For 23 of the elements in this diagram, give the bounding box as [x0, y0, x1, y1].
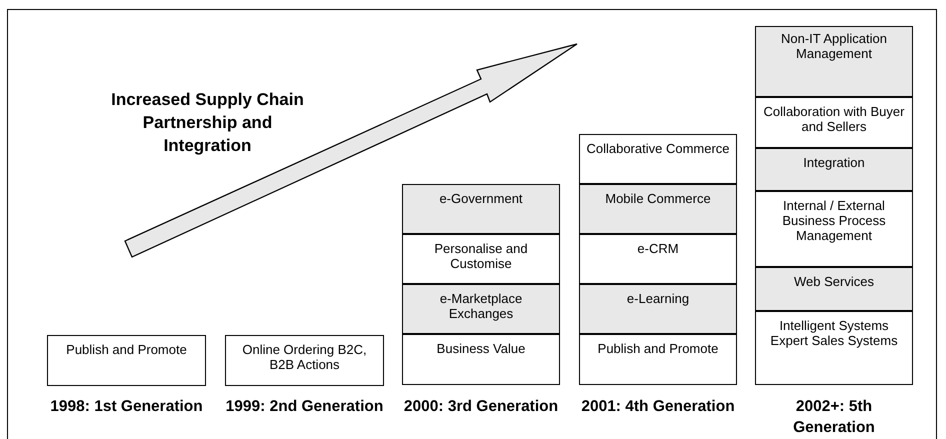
stack-box: e-Learning — [579, 284, 737, 334]
stack-box: Publish and Promote — [579, 334, 737, 385]
stack-box: Collaborative Commerce — [579, 134, 737, 184]
generation-label: 1999: 2nd Generation — [225, 397, 384, 417]
arrow-caption: Increased Supply Chain Partnership and Integration — [110, 89, 305, 157]
stack-box: Collaboration with Buyer and Sellers — [755, 97, 913, 148]
stack-box: e-Government — [402, 184, 560, 234]
generation-label: 1998: 1st Generation — [49, 397, 204, 417]
stack-box: Business Value — [402, 334, 560, 385]
generation-label: 2001: 4th Generation — [580, 397, 736, 417]
stack-box: Web Services — [755, 267, 913, 311]
stack-box: Online Ordering B2C, B2B Actions — [225, 335, 384, 386]
stack-box: Internal / External Business Process Management — [755, 191, 913, 267]
stack-box: Personalise and Customise — [402, 234, 560, 284]
stack-box: e-Marketplace Exchanges — [402, 284, 560, 334]
stack-box: Integration — [755, 148, 913, 191]
stack-box: Mobile Commerce — [579, 184, 737, 234]
generation-label: 2002+: 5th Generation — [792, 397, 876, 438]
stack-box: e-CRM — [579, 234, 737, 284]
stack-box: Publish and Promote — [47, 335, 206, 386]
stack-box: Intelligent Systems Expert Sales Systems — [755, 311, 913, 385]
generation-label: 2000: 3rd Generation — [402, 397, 560, 417]
stack-box: Non-IT Application Management — [755, 26, 913, 97]
